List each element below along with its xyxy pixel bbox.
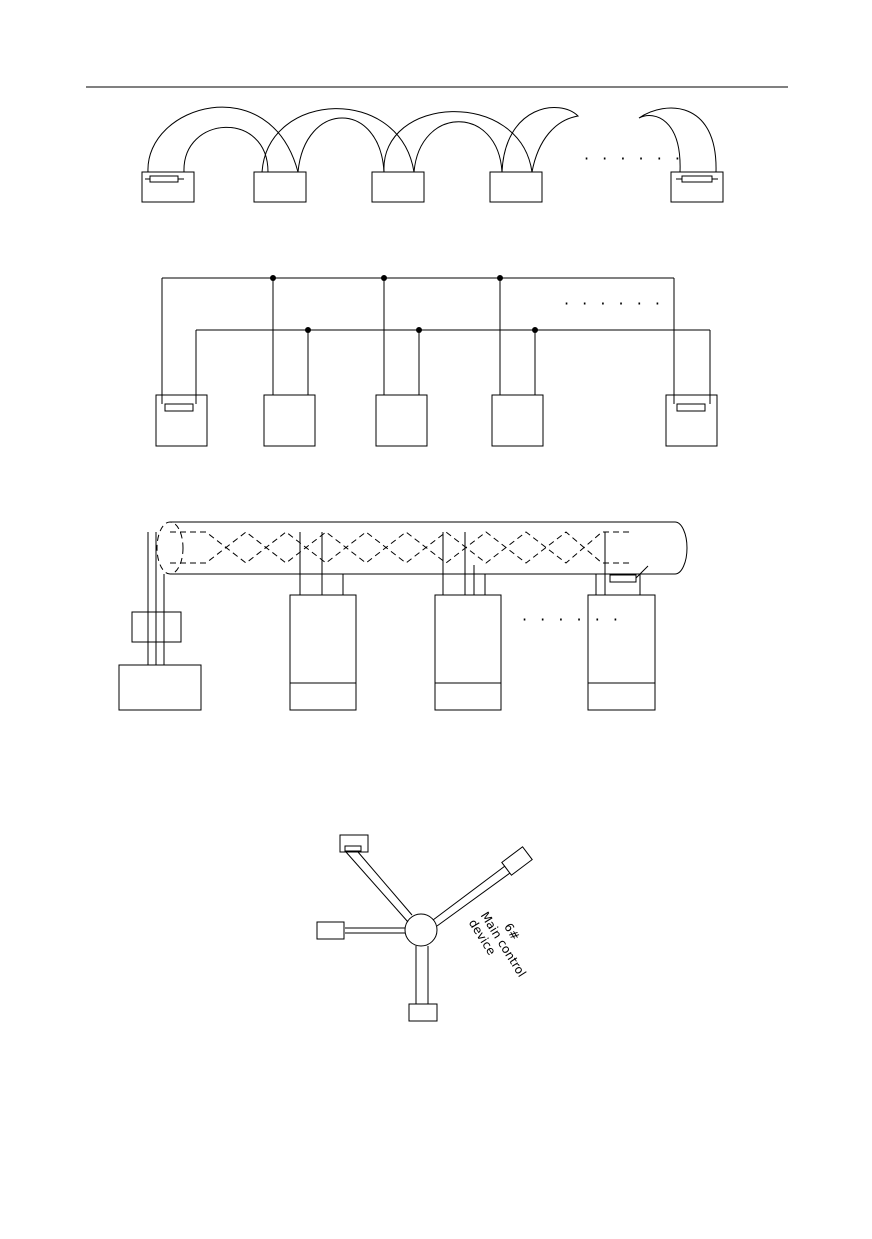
device-box [253,171,307,203]
cable-arc [261,108,415,173]
device-box [371,171,425,203]
device-box [316,921,345,940]
device-box [665,394,718,447]
cable-arc [297,117,385,173]
device-box [491,394,544,447]
hub-circle [404,913,438,947]
cable-arc [183,126,269,173]
cable-arc [147,106,299,173]
cable-end [156,521,184,575]
cable-shield [170,521,688,575]
host-box [118,664,202,711]
cable-arc [413,121,503,173]
terminal-resistor [344,845,362,852]
device-box [339,834,369,853]
star-topology-diagram [316,834,533,1022]
cable-arc [383,111,533,173]
continuation-ellipsis: · · · · · · [522,610,622,629]
converter-box [131,611,182,643]
main-control-device-box [501,846,533,876]
bus-diagram [155,275,718,447]
cable-arc-open [638,107,717,173]
device-box [155,394,208,447]
device-box [263,394,316,447]
terminal-resistor [681,175,713,183]
cable-arc-open [501,107,580,173]
indoor-unit [289,594,357,711]
device-box [375,394,428,447]
device-box [141,171,195,203]
shielded-cable-diagram [118,521,688,711]
indoor-unit [434,594,502,711]
continuation-ellipsis: · · · · · · [584,149,684,168]
indoor-unit [587,594,656,711]
device-box [489,171,543,203]
terminal-resistor [609,574,637,583]
terminal-resistor [164,403,194,412]
device-box [408,1003,438,1022]
continuation-ellipsis: · · · · · · [564,294,664,313]
daisy-chain-diagram [141,106,724,203]
terminal-resistor [676,403,706,412]
device-box [670,171,724,203]
terminal-resistor [149,175,179,183]
